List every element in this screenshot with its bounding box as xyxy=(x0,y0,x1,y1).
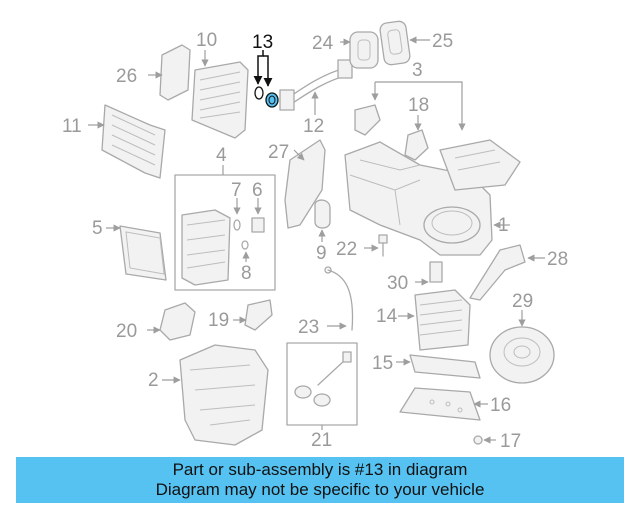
part-23-hose xyxy=(324,266,354,331)
callout-17: 17 xyxy=(500,431,521,452)
callout-29: 29 xyxy=(512,291,533,312)
callout-labels: 13 1 2 3 4 5 6 7 8 9 10 11 12 14 15 16 1… xyxy=(62,30,568,452)
callout-30: 30 xyxy=(387,273,408,294)
part-19-bracket xyxy=(244,299,273,331)
callout-24: 24 xyxy=(312,33,334,54)
callout-14: 14 xyxy=(376,306,398,327)
callout-15: 15 xyxy=(372,353,393,374)
part-27-bracket xyxy=(284,139,326,229)
part-2-lower-housing xyxy=(179,344,269,446)
part-30-sensor xyxy=(429,261,443,283)
parts-diagram: 13 1 2 3 4 5 6 7 8 9 10 11 12 14 15 16 1… xyxy=(62,20,568,452)
callout-13-leaders xyxy=(253,50,273,87)
part-21-kit-box xyxy=(286,342,358,426)
callout-10: 10 xyxy=(196,30,217,51)
callout-22: 22 xyxy=(336,239,357,260)
callout-1: 1 xyxy=(498,215,509,236)
part-5-cabin-filter xyxy=(119,225,167,281)
part-18-actuator xyxy=(404,129,429,161)
callout-13: 13 xyxy=(252,32,273,53)
callout-2: 2 xyxy=(148,370,159,391)
callout-27: 27 xyxy=(268,142,289,163)
callout-25: 25 xyxy=(432,31,453,52)
callout-23: 23 xyxy=(298,317,319,338)
part-13-seal xyxy=(254,86,279,108)
callout-12: 12 xyxy=(303,116,324,137)
part-25-gasket xyxy=(379,20,411,66)
banner-line-2: Diagram may not be specific to your vehi… xyxy=(155,480,485,499)
callout-16: 16 xyxy=(490,395,511,416)
callout-6: 6 xyxy=(252,180,263,201)
banner-line-1: Part or sub-assembly is #13 in diagram xyxy=(172,460,468,479)
part-17-screw xyxy=(473,435,483,445)
info-banner: Part or sub-assembly is #13 in diagram D… xyxy=(16,457,624,503)
part-1-hvac-housing xyxy=(344,141,493,256)
part-15-seal-strip xyxy=(409,354,481,379)
callout-18: 18 xyxy=(408,95,429,116)
callout-26: 26 xyxy=(116,66,137,87)
callout-11: 11 xyxy=(62,116,82,137)
callout-21: 21 xyxy=(311,430,332,451)
part-12-pipe xyxy=(279,59,353,111)
callout-20: 20 xyxy=(116,321,137,342)
part-26-bracket xyxy=(159,44,191,101)
part-20-actuator xyxy=(159,302,196,341)
part-9-grommet xyxy=(314,199,331,229)
part-28-bracket xyxy=(469,244,526,301)
part-4-kit-box xyxy=(174,174,276,291)
part-10-core xyxy=(191,61,249,139)
callout-5: 5 xyxy=(92,218,103,239)
callout-19: 19 xyxy=(208,310,229,331)
callout-3: 3 xyxy=(412,60,423,81)
part-3-actuators xyxy=(354,104,521,191)
part-11-heater-core xyxy=(101,104,166,179)
part-29-blower-motor xyxy=(489,326,555,384)
callout-8: 8 xyxy=(241,263,252,284)
callout-9: 9 xyxy=(316,243,327,264)
callout-28: 28 xyxy=(547,249,568,270)
part-22-screw xyxy=(378,234,388,257)
part-16-tray xyxy=(399,387,481,421)
part-24-gasket xyxy=(349,31,379,69)
callout-4: 4 xyxy=(216,145,227,166)
callout-7: 7 xyxy=(231,180,242,201)
part-14-evaporator xyxy=(414,289,471,351)
